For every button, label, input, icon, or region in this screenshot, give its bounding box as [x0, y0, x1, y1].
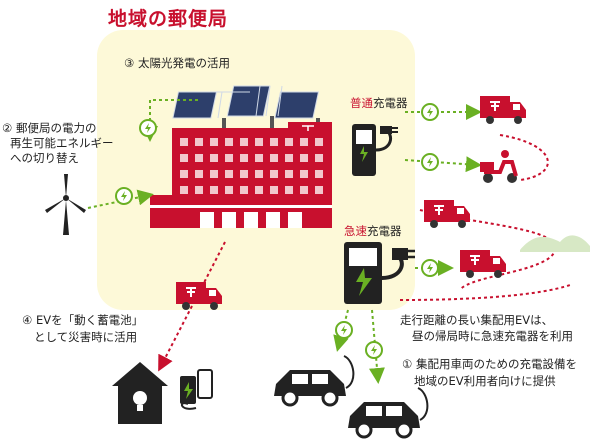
renewable-label-line3: への切り替え	[10, 151, 79, 165]
ev-battery-label-line2: として災害時に活用	[34, 330, 138, 344]
electric-car-icon	[274, 355, 355, 407]
electric-car-icon	[348, 387, 429, 439]
fast-charger-label: 急速充電器	[344, 224, 402, 239]
public-use-label-line2: 地域のEV利用者向けに提供	[414, 374, 556, 388]
smartphone-icon	[180, 369, 213, 410]
post-office-building-icon	[150, 122, 332, 228]
public-use-label-line1: ① 集配用車両のための充電設備を	[402, 357, 577, 371]
ev-battery-label-line1: ④ EVを「動く蓄電池」	[22, 313, 144, 327]
hill-shape	[520, 235, 590, 252]
long-distance-label-line1: 走行距離の長い集配用EVは、	[400, 313, 554, 327]
normal-charger-icon	[352, 124, 398, 176]
normal-charger-prefix: 普通	[350, 96, 373, 110]
house-icon	[112, 362, 168, 424]
battery-icon	[180, 376, 196, 404]
fast-charger-suffix: 充電器	[367, 224, 402, 238]
renewable-label-line2: 再生可能エネルギー	[10, 136, 114, 150]
normal-charger-label: 普通充電器	[350, 96, 408, 111]
fast-charger-prefix: 急速	[344, 224, 367, 238]
wind-turbine-icon	[45, 174, 86, 235]
long-distance-label-line2: 昼の帰局時に急速充電器を利用	[412, 329, 573, 343]
solar-label: ③ 太陽光発電の活用	[124, 56, 230, 70]
fast-charger-icon	[344, 242, 415, 304]
diagram-title: 地域の郵便局	[108, 8, 229, 30]
normal-charger-suffix: 充電器	[373, 96, 408, 110]
delivery-scooter-icon	[480, 150, 518, 183]
solar-panel-icon	[172, 85, 320, 128]
renewable-label-line1: ② 郵便局の電力の	[2, 121, 97, 135]
